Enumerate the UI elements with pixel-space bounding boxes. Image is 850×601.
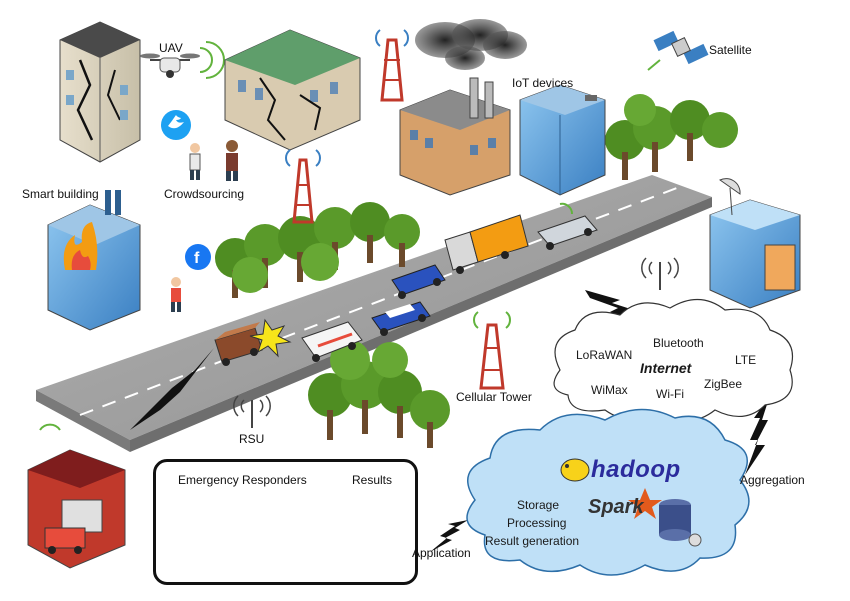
- cell-tower-icon: [375, 29, 409, 102]
- task-storage: Storage: [517, 498, 560, 512]
- tree-cluster-right: [605, 94, 738, 180]
- road: [36, 175, 712, 452]
- smart-home-dish-icon: [709, 178, 801, 309]
- crowdsourcing-people-icon: [189, 140, 238, 181]
- damaged-manor-icon: [224, 29, 361, 151]
- tech-label-wimax: WiMax: [591, 383, 628, 397]
- road-crack: [130, 348, 214, 430]
- hadoop-elephant-icon: [560, 458, 590, 482]
- factory-icon: [399, 77, 511, 196]
- cellular-tower-icon: [473, 311, 511, 390]
- database-icon: [659, 499, 702, 547]
- aggregation-label: Aggregation: [740, 473, 805, 487]
- crowdsourcing-label: Crowdsourcing: [164, 187, 245, 201]
- lightning-link-icon: [585, 290, 650, 328]
- ambulance-vehicle-icon: [301, 321, 363, 362]
- damaged-building-icon: [59, 21, 141, 163]
- smoke-cloud-icon: [415, 19, 527, 70]
- satellite-label: Satellite: [709, 43, 752, 57]
- tech-label-wifi: Wi-Fi: [656, 387, 684, 401]
- cell-tower-mid-icon: [285, 149, 321, 224]
- processing-cloud: [466, 408, 750, 576]
- cellular-tower-label: Cellular Tower: [456, 390, 532, 404]
- truck-vehicle-icon: [444, 214, 529, 274]
- satellite-icon: [647, 30, 709, 71]
- police-car-icon: [371, 301, 431, 336]
- spark-logo-text: Spark: [588, 496, 644, 518]
- fire-station-icon: [27, 423, 126, 569]
- tech-label-zigbee: ZigBee: [704, 377, 743, 391]
- tree-cluster-lower: [308, 340, 450, 448]
- police-car-2-icon: [391, 264, 446, 299]
- tech-label-lte: LTE: [735, 353, 757, 367]
- rsu-antenna-icon: [233, 395, 271, 428]
- task-processing: Processing: [507, 516, 567, 530]
- uav-drone-icon: [140, 41, 225, 79]
- internet-title: Internet: [640, 360, 692, 376]
- car-vehicle-icon: [537, 202, 598, 250]
- burning-building-icon: [47, 190, 141, 331]
- results-title: Results: [352, 473, 393, 487]
- smart-building-label: Smart building: [22, 187, 99, 201]
- emergency-responders-box: [153, 459, 418, 585]
- hadoop-logo-text: hadoop: [591, 456, 681, 483]
- application-label: Application: [412, 546, 471, 560]
- lightning-aggregation-icon: [745, 395, 770, 475]
- svg-text:f: f: [194, 250, 200, 267]
- tech-label-bluetooth: Bluetooth: [653, 336, 704, 350]
- facebook-icon: f: [185, 244, 211, 270]
- collision-burst-icon: [249, 318, 292, 358]
- twitter-icon: [161, 110, 191, 140]
- uav-label: UAV: [159, 41, 183, 55]
- rsu-antenna-right-icon: [641, 257, 679, 290]
- emergency-responders-title: Emergency Responders: [178, 473, 307, 487]
- spark-star-icon: [628, 488, 662, 519]
- tree-cluster-upper: [215, 202, 420, 298]
- iot-building-icon: [519, 84, 606, 196]
- internet-cloud: [553, 298, 794, 422]
- iot-devices-label: IoT devices: [512, 76, 574, 90]
- rsu-label: RSU: [239, 432, 265, 446]
- tech-label-lorawan: LoRaWAN: [576, 348, 633, 362]
- person-icon: [171, 277, 181, 312]
- task-result-generation: Result generation: [485, 534, 580, 548]
